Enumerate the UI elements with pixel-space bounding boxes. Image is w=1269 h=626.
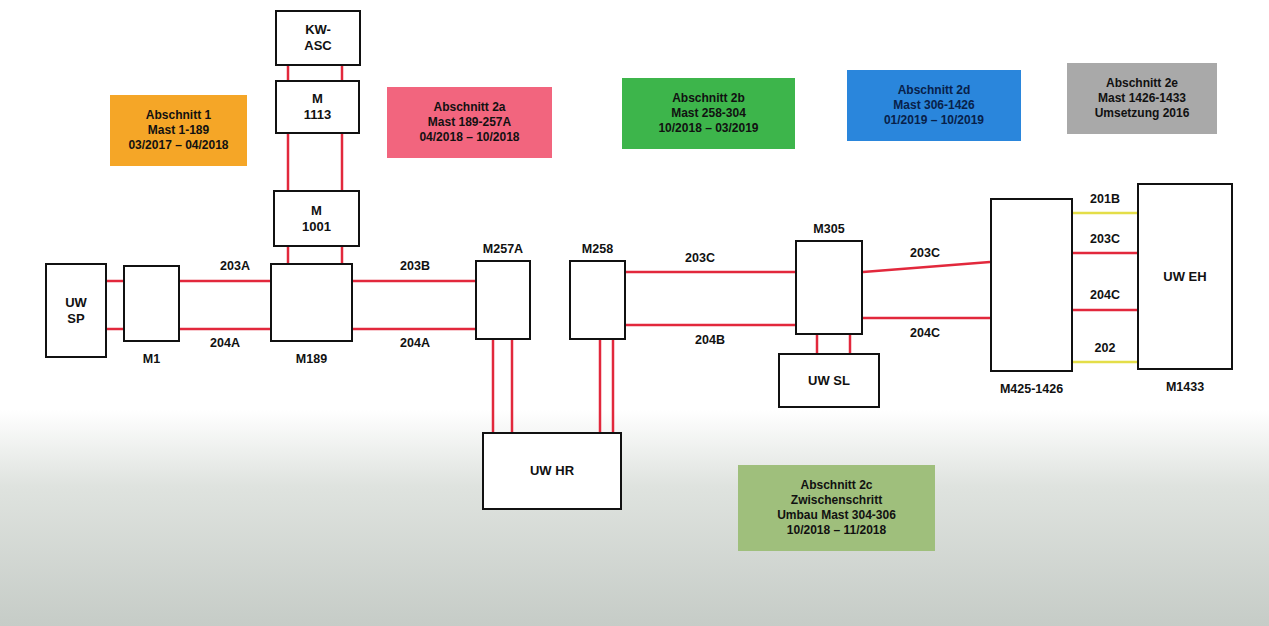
cable-label: 204B xyxy=(693,333,727,347)
box-text: M 1001 xyxy=(302,203,331,234)
cable-line xyxy=(612,340,615,432)
cable-label: 204A xyxy=(398,336,432,350)
mast-label: M1 xyxy=(143,352,160,366)
mast-box: M189 xyxy=(270,263,353,342)
section-note: Abschnitt 2cZwischenschrittUmbau Mast 30… xyxy=(738,465,935,551)
cable-line xyxy=(849,335,852,353)
mast-box: M1 xyxy=(123,265,180,342)
mast-label: M189 xyxy=(296,352,327,366)
note-text: Umbau Mast 304-306 xyxy=(744,508,929,523)
cable-line xyxy=(180,280,270,283)
section-note: Abschnitt 1Mast 1-18903/2017 – 04/2018 xyxy=(110,95,247,166)
note-text: Mast 1426-1433 xyxy=(1073,91,1211,106)
cable-label: 203C xyxy=(683,251,717,265)
mast-box: M258 xyxy=(569,260,626,340)
substation-box: UW EHM1433 xyxy=(1137,183,1233,370)
mast-box: M 1113 xyxy=(275,80,360,134)
note-text: Abschnitt 2c xyxy=(744,478,929,493)
box-text: KW-ASC xyxy=(304,22,331,53)
substation-box: UW SP xyxy=(45,263,107,358)
cable-line xyxy=(180,328,270,331)
cable-line xyxy=(107,280,123,283)
note-text: Abschnitt 2b xyxy=(628,91,789,106)
note-text: 10/2018 – 03/2019 xyxy=(628,121,789,136)
mast-label: M257A xyxy=(483,242,523,256)
box-text: UW SL xyxy=(808,373,850,389)
section-note: Abschnitt 2bMast 258-30410/2018 – 03/201… xyxy=(622,78,795,149)
note-text: Zwischenschritt xyxy=(744,493,929,508)
substation-box: UW SL xyxy=(778,353,880,408)
cable-line xyxy=(287,247,290,263)
cable-line xyxy=(107,328,123,331)
note-text: Abschnitt 2e xyxy=(1073,76,1211,91)
cable-label: 203B xyxy=(398,259,432,273)
mast-label: M1433 xyxy=(1166,380,1204,394)
cable-label: 203C xyxy=(1088,232,1122,246)
note-text: 10/2018 – 11/2018 xyxy=(744,523,929,538)
note-text: Mast 258-304 xyxy=(628,106,789,121)
cable-line xyxy=(341,247,344,263)
mast-box: M257A xyxy=(475,260,531,340)
note-text: Mast 1-189 xyxy=(116,123,241,138)
note-text: Abschnitt 2d xyxy=(853,83,1015,98)
substation-box: UW HR xyxy=(482,432,622,510)
section-note: Abschnitt 2eMast 1426-1433Umsetzung 2016 xyxy=(1067,63,1217,134)
mast-label: M258 xyxy=(582,242,613,256)
note-text: Abschnitt 1 xyxy=(116,108,241,123)
cable-line xyxy=(816,335,819,353)
cable-line xyxy=(626,324,795,327)
note-text: 01/2019 – 10/2019 xyxy=(853,113,1015,128)
note-text: Abschnitt 2a xyxy=(393,100,546,115)
cable-line xyxy=(353,280,475,283)
cable-label: 201B xyxy=(1088,192,1122,206)
power-plant-box: KW-ASC xyxy=(275,10,361,66)
cable-line xyxy=(341,134,344,190)
cable-line xyxy=(863,262,990,272)
note-text: Mast 306-1426 xyxy=(853,98,1015,113)
box-text: M 1113 xyxy=(304,91,331,122)
cable-line xyxy=(599,340,602,432)
cable-line xyxy=(353,328,475,331)
cable-label: 203C xyxy=(908,246,942,260)
cable-label: 203A xyxy=(218,259,252,273)
cable-label: 202 xyxy=(1093,341,1118,355)
mast-box: M425-1426 xyxy=(990,198,1073,372)
cable-line xyxy=(1073,309,1137,312)
cable-label: 204C xyxy=(1088,288,1122,302)
cable-line xyxy=(287,66,290,80)
cable-line xyxy=(511,340,514,432)
cable-line xyxy=(1073,361,1137,364)
cable-line xyxy=(863,317,990,320)
note-text: Mast 189-257A xyxy=(393,115,546,130)
mast-box: M305 xyxy=(795,240,863,335)
note-text: 03/2017 – 04/2018 xyxy=(116,138,241,153)
cable-line xyxy=(1073,212,1137,215)
cable-label: 204A xyxy=(208,336,242,350)
box-text: UW EH xyxy=(1163,269,1206,285)
mast-label: M305 xyxy=(813,222,844,236)
note-text: 04/2018 – 10/2018 xyxy=(393,130,546,145)
mast-box: M 1001 xyxy=(273,190,360,247)
cable-line xyxy=(626,271,795,274)
section-note: Abschnitt 2dMast 306-142601/2019 – 10/20… xyxy=(847,70,1021,141)
box-text: UW HR xyxy=(530,463,574,479)
mast-label: M425-1426 xyxy=(1000,382,1063,396)
note-text: Umsetzung 2016 xyxy=(1073,106,1211,121)
cable-line xyxy=(1073,252,1137,255)
cable-line xyxy=(341,66,344,80)
foggy-background xyxy=(0,410,1269,626)
box-text: UW SP xyxy=(65,295,87,326)
cable-label: 204C xyxy=(908,326,942,340)
section-note: Abschnitt 2aMast 189-257A04/2018 – 10/20… xyxy=(387,87,552,158)
cable-line xyxy=(287,134,290,190)
cable-line xyxy=(492,340,495,432)
